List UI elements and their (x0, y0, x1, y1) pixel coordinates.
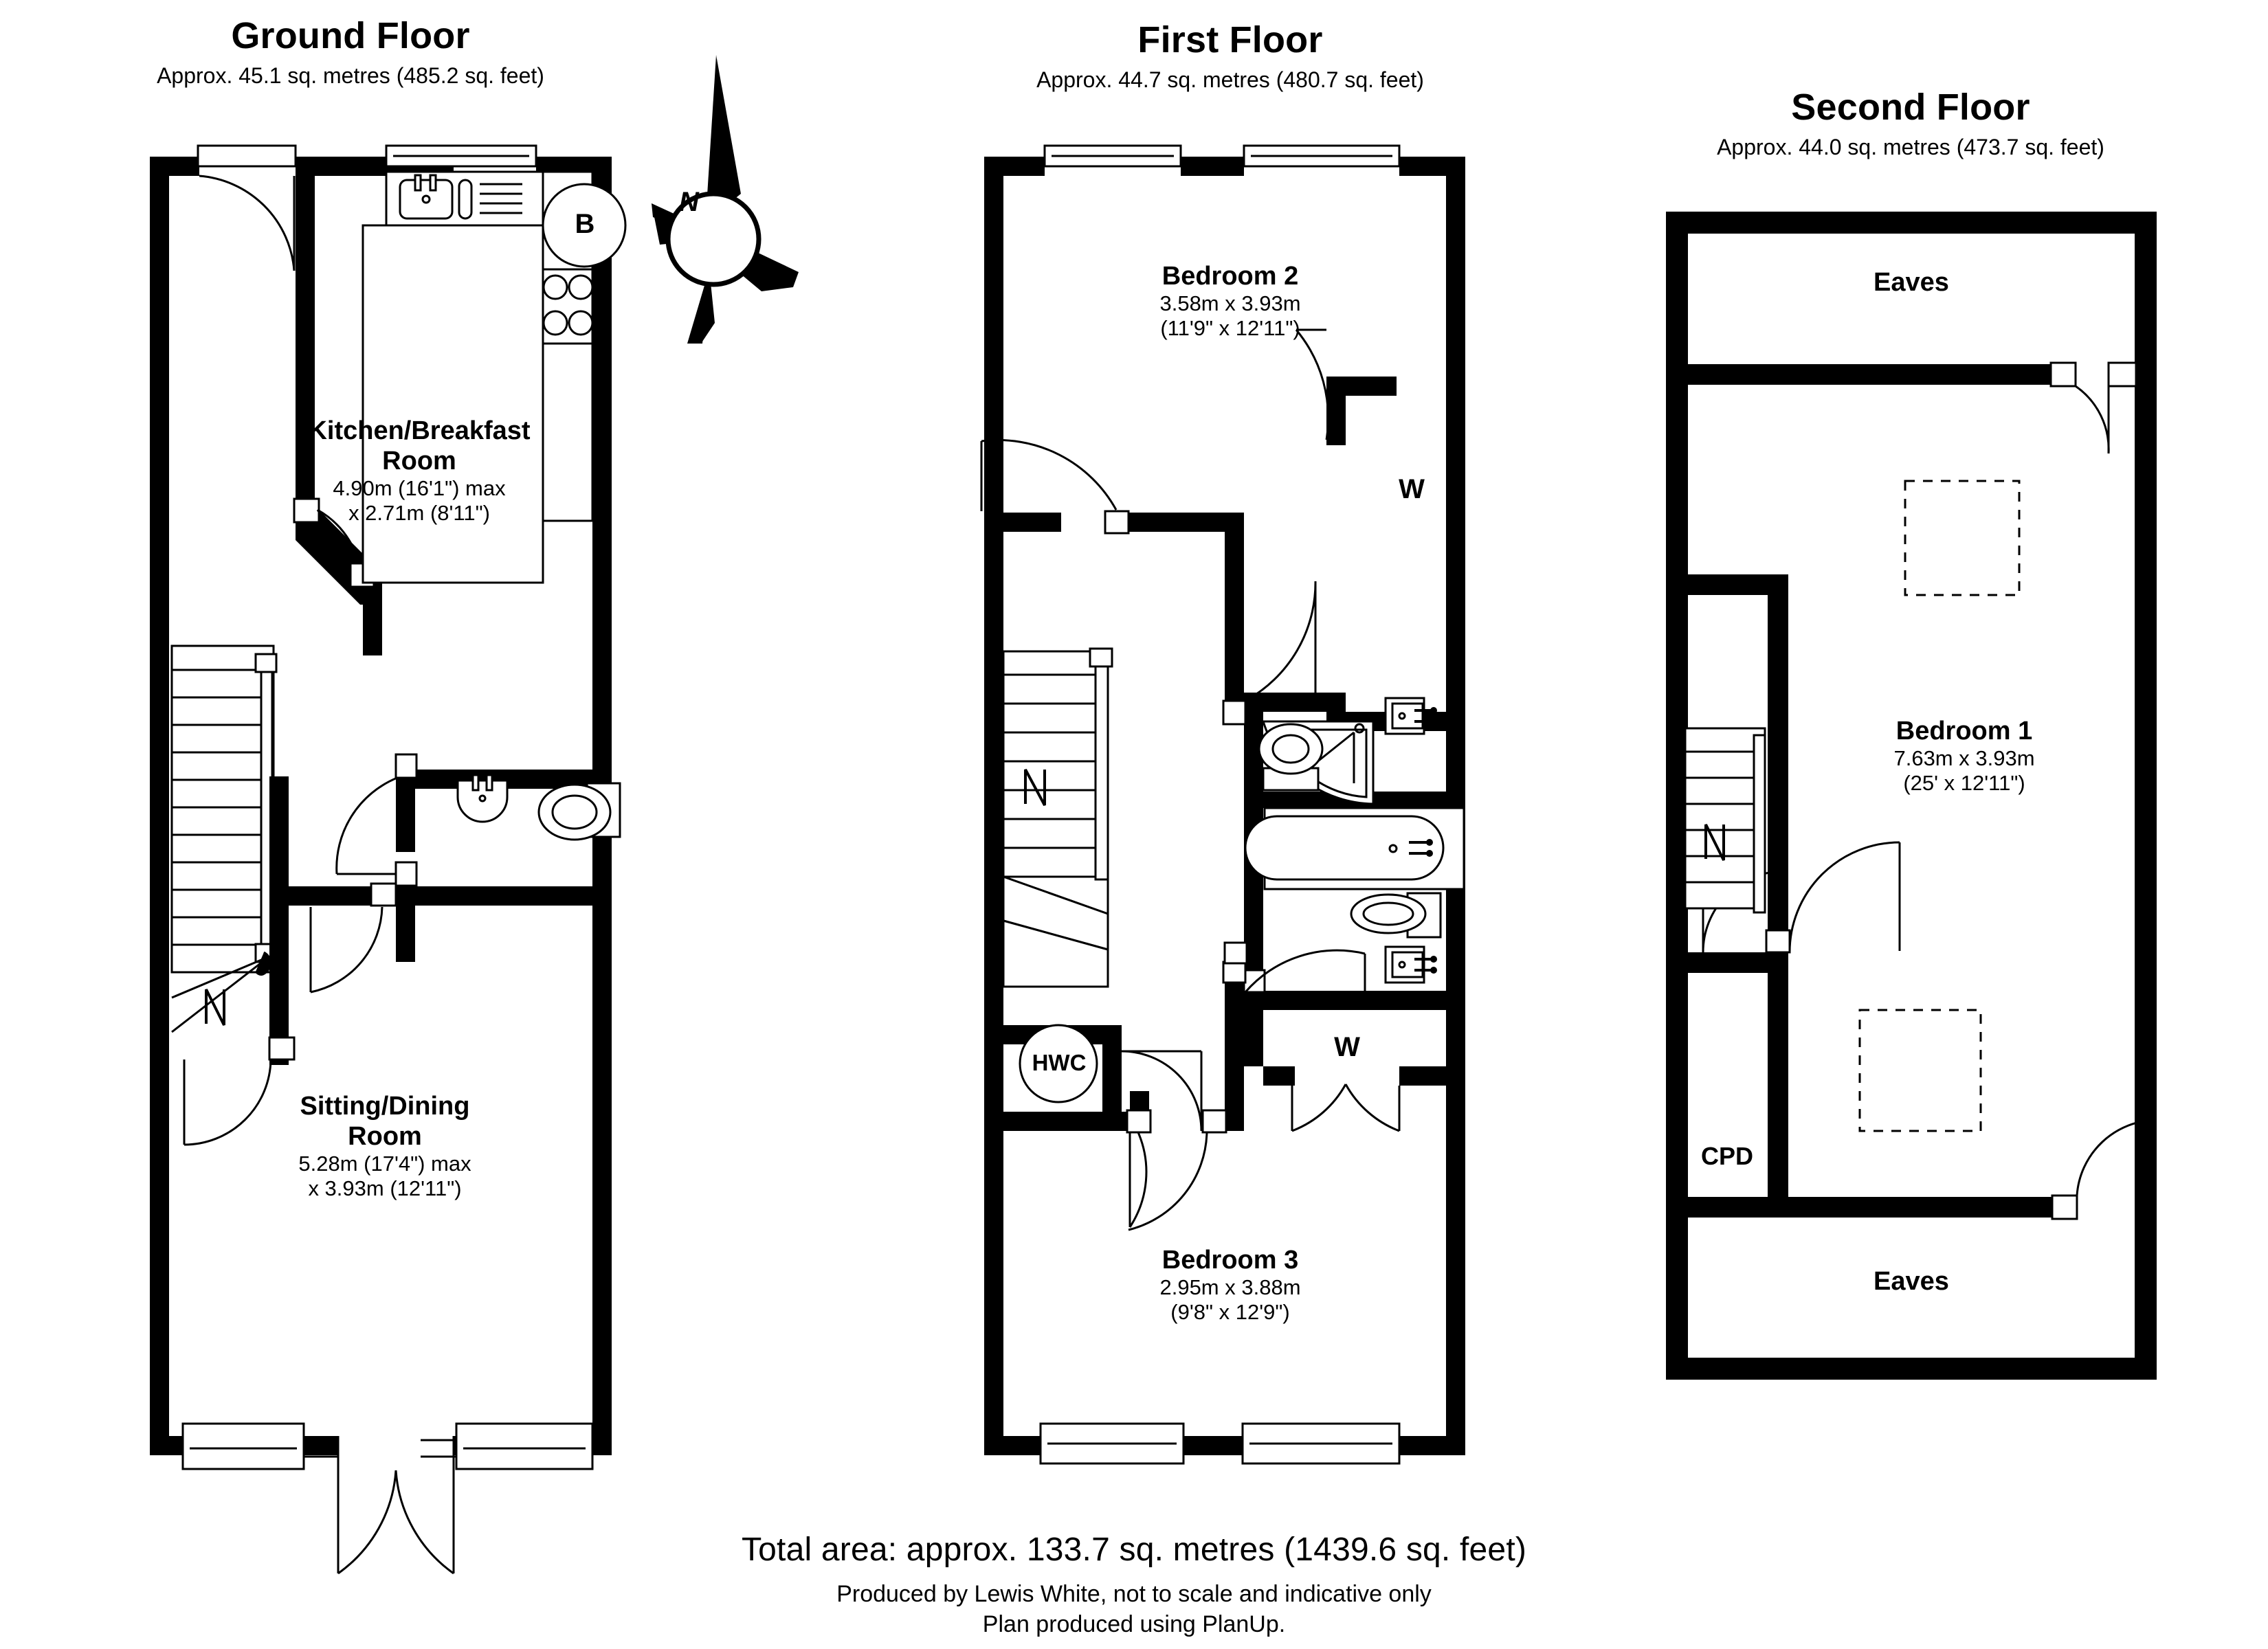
floor-title-second-text: Second Floor (1791, 87, 2030, 128)
room-dimensions: 3.58m x 3.93m (11'9" x 12'11") (1159, 291, 1301, 341)
room-name: Sitting/Dining Room (300, 1092, 470, 1152)
tag-eaves-top: Eaves (1874, 268, 1949, 297)
floor-title-first: First Floor Approx. 44.7 sq. metres (480… (921, 21, 1539, 92)
tag-wardrobe-lower: W (1334, 1032, 1360, 1062)
second-floor-plan (1666, 212, 2157, 1380)
floor-area-ground: Approx. 45.1 sq. metres (485.2 sq. feet) (157, 63, 544, 88)
room-dimensions: 7.63m x 3.93m (25' x 12'11") (1893, 746, 2035, 796)
tag-eaves-bottom: Eaves (1874, 1267, 1949, 1296)
room-label-bedroom-3: Bedroom 3 2.95m x 3.88m (9'8" x 12'9") (1086, 1245, 1375, 1325)
credit-text: Produced by Lewis White, not to scale an… (836, 1581, 1432, 1637)
room-label-kitchen-breakfast-room: Kitchen/Breakfast Room 4.90m (16'1") max… (275, 416, 564, 526)
tag-cupboard: CPD (1700, 1142, 1753, 1170)
compass-north-label: N (679, 187, 699, 217)
compass-rose-icon (652, 55, 799, 344)
floor-area-first: Approx. 44.7 sq. metres (480.7 sq. feet) (1036, 67, 1424, 92)
floor-title-ground-text: Ground Floor (231, 15, 470, 56)
room-name: Bedroom 2 (1161, 262, 1299, 291)
room-dimensions: 2.95m x 3.88m (9'8" x 12'9") (1159, 1275, 1301, 1325)
tag-wardrobe-upper: W (1399, 474, 1425, 504)
floor-title-ground: Ground Floor Approx. 45.1 sq. metres (48… (41, 16, 660, 88)
footer: Total area: approx. 133.7 sq. metres (14… (0, 1531, 2268, 1639)
floor-title-second: Second Floor Approx. 44.0 sq. metres (47… (1601, 88, 2220, 159)
floor-area-second: Approx. 44.0 sq. metres (473.7 sq. feet) (1717, 134, 2104, 159)
room-name: Kitchen/Breakfast Room (308, 416, 531, 476)
tag-hot-water-cylinder: HWC (1032, 1050, 1087, 1075)
room-dimensions: 5.28m (17'4") max x 3.93m (12'11") (298, 1152, 471, 1201)
room-name: Bedroom 1 (1895, 717, 2033, 745)
ground-floor-plan (150, 144, 627, 1575)
room-label-sitting-dining-room: Sitting/Dining Room 5.28m (17'4") max x … (241, 1091, 529, 1201)
room-label-bedroom-2: Bedroom 2 3.58m x 3.93m (11'9" x 12'11") (1086, 261, 1375, 341)
floor-title-first-text: First Floor (1137, 19, 1323, 60)
tag-boiler: B (575, 209, 595, 239)
first-floor-plan (980, 144, 1465, 1465)
room-name: Bedroom 3 (1161, 1246, 1299, 1275)
room-dimensions: 4.90m (16'1") max x 2.71m (8'11") (333, 476, 506, 526)
room-label-bedroom-1: Bedroom 1 7.63m x 3.93m (25' x 12'11") (1820, 716, 2109, 796)
total-area-text: Total area: approx. 133.7 sq. metres (14… (741, 1532, 1527, 1568)
